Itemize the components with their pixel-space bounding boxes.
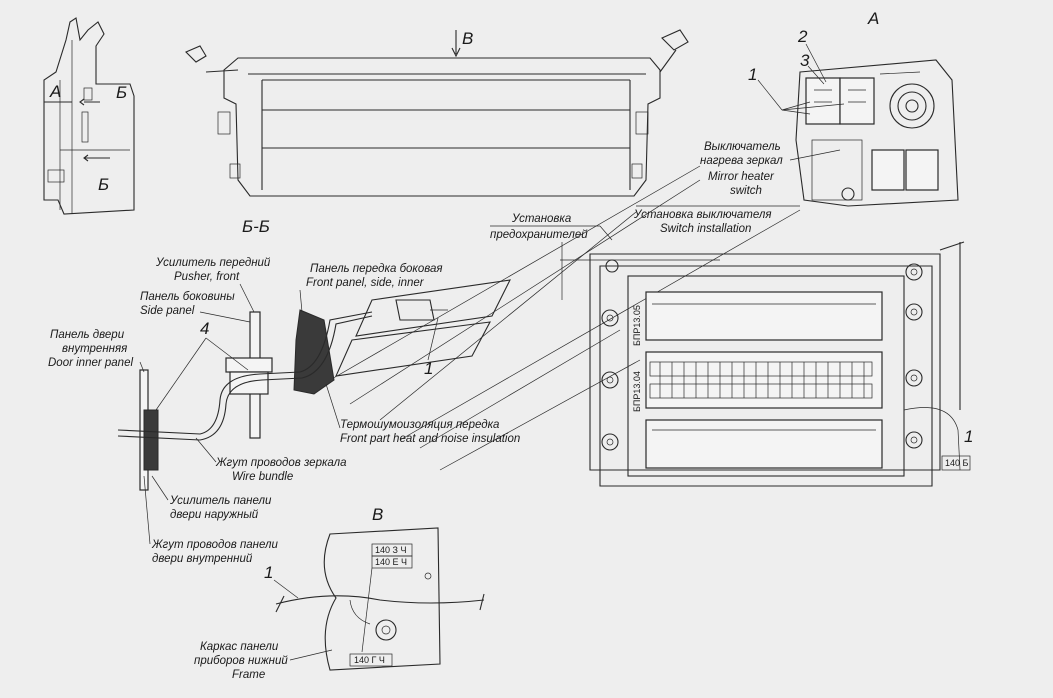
view-b-label: B [372, 505, 383, 524]
num-1-top: 1 [748, 65, 757, 84]
tag-140-e: 140 Е Ч [375, 557, 407, 567]
cab-side-view: A Б Б [43, 17, 135, 215]
door-harness-ru2: двери внутренний [152, 553, 253, 565]
section-bb-view: 4 1 [117, 279, 511, 491]
frame-ru2: приборов нижний [194, 655, 288, 667]
door-outer-ru1: Усилитель панели [169, 495, 272, 507]
door-inner-en: Door inner panel [48, 357, 133, 369]
tag-140-b: 140 Б [945, 458, 969, 468]
door-inner-ru2: внутренняя [62, 343, 127, 355]
mirror-heater-en1: Mirror heater [708, 171, 775, 183]
front-panel-ru: Панель передка боковая [310, 263, 443, 275]
tag-140-g: 140 Г Ч [354, 655, 385, 665]
door-harness-ru1: Жгут проводов панели [151, 539, 279, 551]
side-panel-ru: Панель боковины [140, 291, 235, 303]
switch-install-callout: Установка выключателя Switch installatio… [633, 205, 800, 235]
view-a-label: A [867, 9, 879, 28]
fuse-install-ru1: Установка [511, 213, 571, 225]
switch-install-ru: Установка выключателя [633, 209, 772, 221]
tag-140-z: 140 З Ч [375, 545, 406, 555]
view-a-switch-panel: A 2 3 1 [748, 9, 959, 207]
insulation-ru: Термошумоизоляция передка [340, 419, 499, 431]
frame-en: Frame [232, 669, 265, 681]
side-panel-en: Side panel [140, 305, 195, 317]
fuse-box-assembly: БПР13.05 БПР13.04 1 140 Б [589, 241, 973, 487]
fuse-row [649, 361, 873, 399]
fuse-block-label-2: БПР13.04 [632, 371, 642, 412]
num-2: 2 [797, 27, 808, 46]
pusher-ru: Усилитель передний [155, 257, 271, 269]
projection-lines [329, 165, 801, 471]
fuse-install-callout: Установка предохранителей [490, 213, 613, 241]
view-b-frame: B 140 З Ч 140 Е Ч 140 Г Ч 1 Каркас панел… [194, 505, 485, 681]
mirror-heater-ru1: Выключатель [704, 141, 781, 153]
fuse-block-label-1: БПР13.05 [632, 305, 642, 346]
section-bb-label: Б-Б [242, 217, 270, 236]
front-panel-en: Front panel, side, inner [306, 277, 425, 289]
wire-bundle-en: Wire bundle [232, 471, 293, 483]
num-3: 3 [800, 51, 810, 70]
num-1-right: 1 [964, 427, 973, 446]
mirror-heater-ru2: нагрева зеркал [700, 155, 783, 167]
mirror-heater-en2: switch [730, 185, 762, 197]
left-label-b1: Б [116, 83, 127, 102]
section-callouts: Усилитель передний Pusher, front Панель … [48, 257, 520, 565]
wire-bundle-ru: Жгут проводов зеркала [215, 457, 347, 469]
left-label-b2: Б [98, 175, 109, 194]
num-1-mid: 1 [424, 359, 433, 378]
arrow-label-b: B [462, 29, 473, 48]
pusher-en: Pusher, front [174, 271, 240, 283]
insulation-en: Front part heat and noise insulation [340, 433, 520, 445]
num-1-bottom: 1 [264, 563, 273, 582]
num-4: 4 [200, 319, 209, 338]
left-label-a: A [49, 82, 61, 101]
mounting-nuts [601, 259, 923, 451]
frame-ru1: Каркас панели [200, 641, 279, 653]
mirror-heater-callout: Выключатель нагрева зеркал Mirror heater… [700, 141, 841, 197]
door-inner-ru1: Панель двери [50, 329, 125, 341]
cab-front-view: B Б-Б [185, 29, 689, 236]
door-outer-ru2: двери наружный [170, 509, 259, 521]
switch-install-en: Switch installation [660, 223, 751, 235]
fuse-install-ru2: предохранителей [490, 229, 588, 241]
